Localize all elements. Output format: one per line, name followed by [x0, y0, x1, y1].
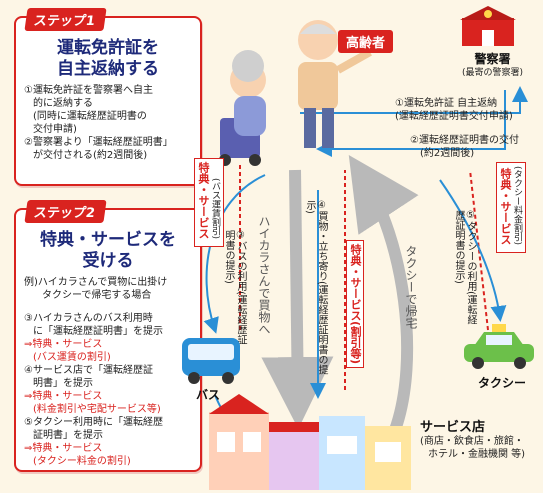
step2-item: ④サービス店で「運転経歴証 [24, 365, 153, 376]
step1-card: ステップ1 運転免許証を自主返納する ①運転免許証を警察署へ自主 的に返納する … [14, 8, 202, 186]
step2-item: に「運転経歴証明書」を提示 [33, 326, 163, 337]
flow2-label: ②運転経歴証明書の交付 (約2週間後) [410, 135, 519, 159]
step1-title: 運転免許証を自主返納する [57, 38, 159, 79]
step1-item: 交付申請) [33, 124, 77, 135]
step2-items: ③ハイカラさんのバス利用時に「運転経歴証明書」を提示 ⇒特典・サービス (バス運賃の… [24, 312, 198, 468]
step2-item: ⇒特典・サービス [24, 339, 103, 350]
route-shopping-label: ハイカラさんで買物へ [257, 215, 271, 335]
step2-example: 例)ハイカラさんで買物に出掛け タクシーで帰宅する場合 [24, 276, 198, 302]
example-line: タクシーで帰宅する場合 [42, 290, 152, 301]
taxi-label: タクシー [478, 376, 527, 390]
shop-use-label: ④買物・立ち寄り(運転経歴証明書の提示) [304, 200, 327, 375]
arrow-from-police [316, 90, 506, 157]
step1-item: (同時に運転経歴証明書の [33, 111, 147, 122]
step1-item: 的に返納する [33, 98, 93, 109]
step2-item: (料金割引や宅配サービス等) [33, 404, 161, 415]
step2-item: ⑤タクシー利用時に「運転経歴 [24, 417, 163, 428]
route-shopping-arrow [261, 169, 334, 429]
step2-item: 証明書」を提示 [33, 430, 103, 441]
step2-item: ⇒特典・サービス [24, 443, 103, 454]
elderly-couple-illustration [219, 20, 372, 166]
flow1-label: ①運転免許証 自主返納 (運転経歴証明書交付申請) [395, 98, 513, 122]
arrow-to-police [300, 86, 528, 114]
bus-use-label: ③バスの利用(運転経歴証明書の提示) [223, 230, 246, 345]
step2-item: ③ハイカラさんのバス利用時 [24, 313, 153, 324]
elderly-label: 高齢者 [338, 30, 394, 53]
shop-benefit-box: 特典・サービス(割引等) [346, 240, 364, 369]
store-label: サービス店 (商店・飲食店・旅館・ ホテル・金融機関 等) [420, 420, 526, 460]
police-station-icon [460, 6, 516, 46]
example-line: 例)ハイカラさんで買物に出掛け [24, 277, 168, 288]
step1-item: ②警察署より「運転経歴証明書」 [24, 137, 173, 148]
bus-icon [182, 338, 240, 384]
route-taxi-arrow [348, 154, 419, 433]
route-taxi-label: タクシーで帰宅 [404, 245, 418, 329]
police-label: 警察署 (最寄の警察署) [461, 52, 524, 78]
step1-items: ①運転免許証を警察署へ自主 的に返納する (同時に運転経歴証明書の 交付申請) … [24, 84, 196, 162]
step1-item: が交付される(約2週間後) [33, 150, 148, 161]
step1-tag: ステップ1 [24, 8, 107, 31]
taxi-use-label: ⑤タクシーの利用(運転経歴証明書の提示) [453, 210, 476, 325]
store-illustration [209, 394, 411, 490]
bus-benefit-box: 特典・サービス(バス運賃割引) [194, 158, 224, 247]
step2-title: 特典・サービスを受ける [40, 230, 176, 271]
step2-tag: ステップ2 [24, 200, 107, 223]
step2-item: (タクシー料金の割引) [33, 456, 131, 467]
taxi-icon [464, 324, 534, 369]
step2-item: ⇒特典・サービス [24, 391, 103, 402]
bus-label: バス [196, 388, 221, 402]
taxi-benefit-box: 特典・サービス(タクシー料金割引) [496, 162, 526, 254]
taxi-use-arrow [439, 179, 507, 322]
step1-item: ①運転免許証を警察署へ自主 [24, 85, 153, 96]
step2-item: (バス運賃の割引) [33, 352, 111, 363]
step2-item: 明書」を提示 [33, 378, 93, 389]
step2-card: ステップ2 特典・サービスを受ける 例)ハイカラさんで買物に出掛け タクシーで帰… [14, 200, 202, 472]
